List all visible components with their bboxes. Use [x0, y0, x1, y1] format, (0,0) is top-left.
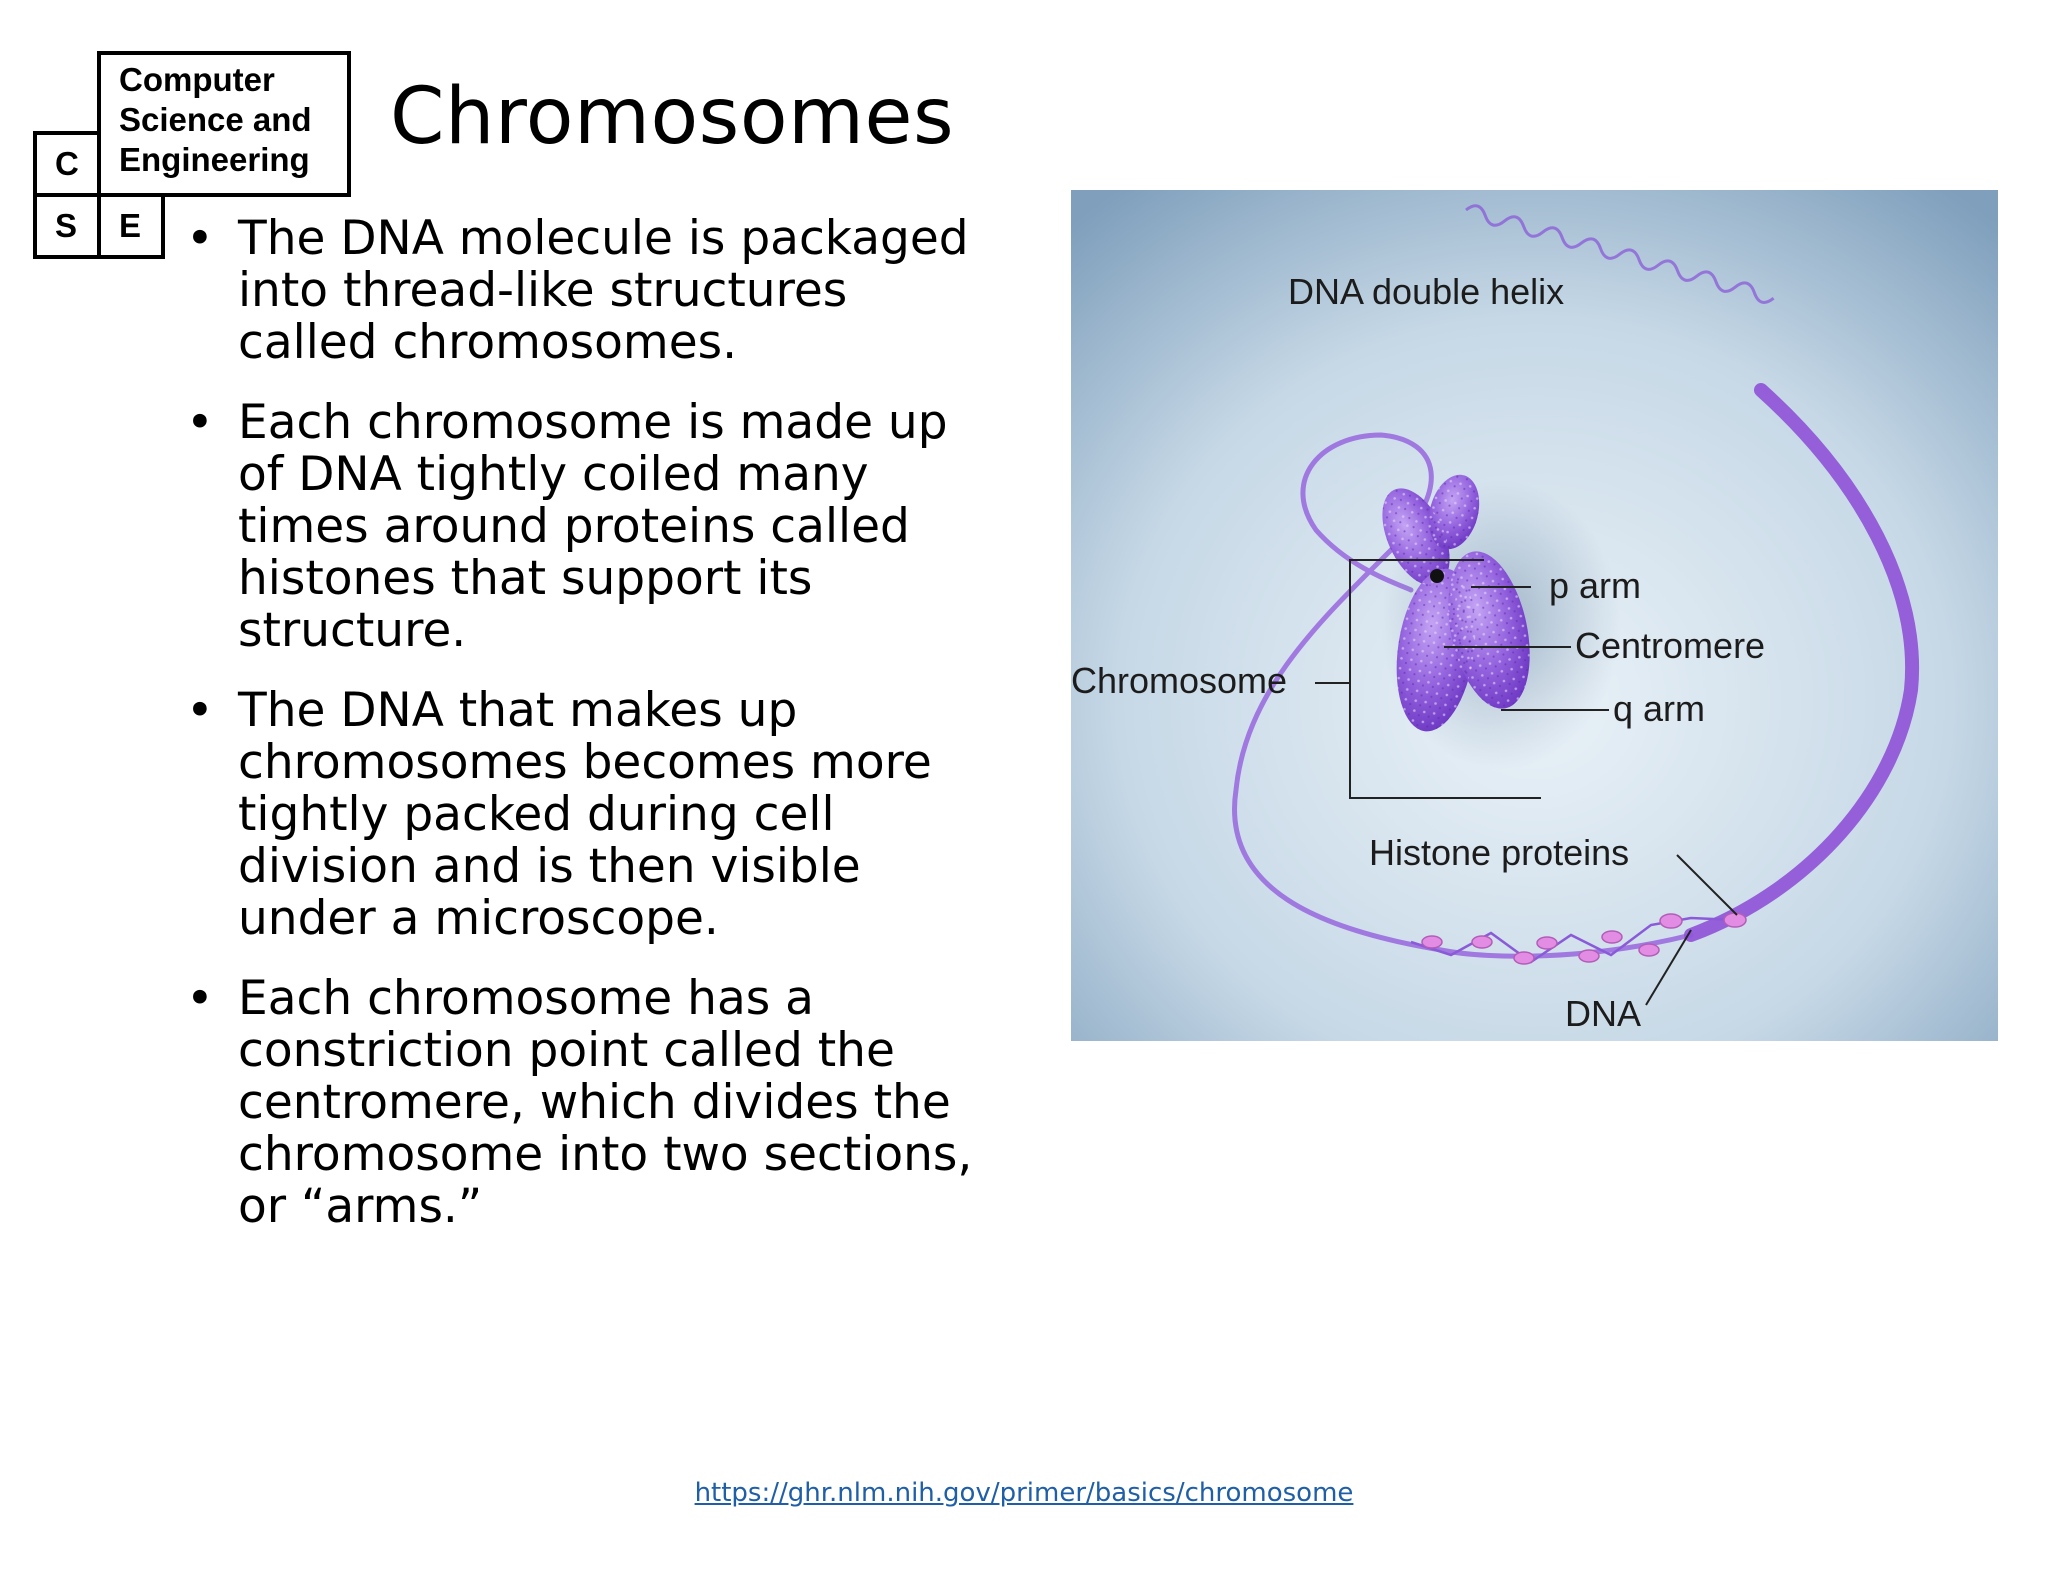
logo-main-box — [97, 51, 351, 197]
cse-logo: Computer Science and Engineering C S E — [33, 51, 351, 261]
dna-helix — [1465, 204, 1775, 304]
source-link[interactable]: https://ghr.nlm.nih.gov/primer/basics/ch… — [694, 1478, 1354, 1508]
logo-e-box — [97, 193, 165, 259]
dna-leader — [1645, 929, 1692, 1006]
label-dna-double-helix: DNA double helix — [1288, 271, 1564, 312]
label-histone-proteins: Histone proteins — [1369, 832, 1629, 873]
histone-leader — [1676, 854, 1738, 916]
histone-bead — [1513, 951, 1535, 965]
bullet-item: The DNA that makes up chromosomes become… — [180, 685, 1000, 945]
chromatin-fiber — [1684, 383, 1920, 942]
logo-text-line2: Science and — [119, 101, 312, 138]
logo-text-line1: Computer — [119, 61, 275, 98]
bullet-item: Each chromosome is made up of DNA tightl… — [180, 397, 1000, 657]
centromere-dot — [1430, 569, 1444, 583]
chromosome-body — [1382, 474, 1530, 732]
slide-title: Chromosomes — [390, 72, 955, 162]
logo-c-box — [33, 131, 101, 197]
histone-bead — [1638, 943, 1660, 957]
chromatin-loop — [1232, 432, 1694, 959]
bullet-item: The DNA molecule is packaged into thread… — [180, 213, 1000, 369]
label-centromere: Centromere — [1575, 625, 1765, 666]
chromosome-illustration: DNA double helix p arm Centromere Chromo… — [1071, 190, 1998, 1041]
histone-bead — [1659, 913, 1683, 929]
histone-bead — [1471, 935, 1493, 949]
histone-bead — [1723, 912, 1747, 928]
label-chromosome: Chromosome — [1071, 660, 1287, 701]
histone-bead — [1536, 936, 1558, 950]
logo-letter-c: C — [55, 145, 79, 182]
label-p-arm: p arm — [1549, 565, 1641, 606]
logo-letter-e: E — [119, 207, 142, 244]
histone-bead — [1578, 949, 1600, 963]
label-dna: DNA — [1565, 993, 1641, 1034]
bullet-item: Each chromosome has a constriction point… — [180, 973, 1000, 1233]
bullet-list: The DNA molecule is packaged into thread… — [180, 213, 1000, 1261]
logo-s-box — [33, 193, 101, 259]
chromosome-diagram: DNA double helix p arm Centromere Chromo… — [1071, 190, 1998, 1041]
histone-bead — [1421, 935, 1443, 949]
logo-text-line3: Engineering — [119, 141, 310, 178]
logo-letter-s: S — [55, 207, 78, 244]
chromosome-bracket — [1349, 559, 1541, 799]
label-q-arm: q arm — [1613, 688, 1705, 729]
histone-bead — [1601, 930, 1623, 944]
